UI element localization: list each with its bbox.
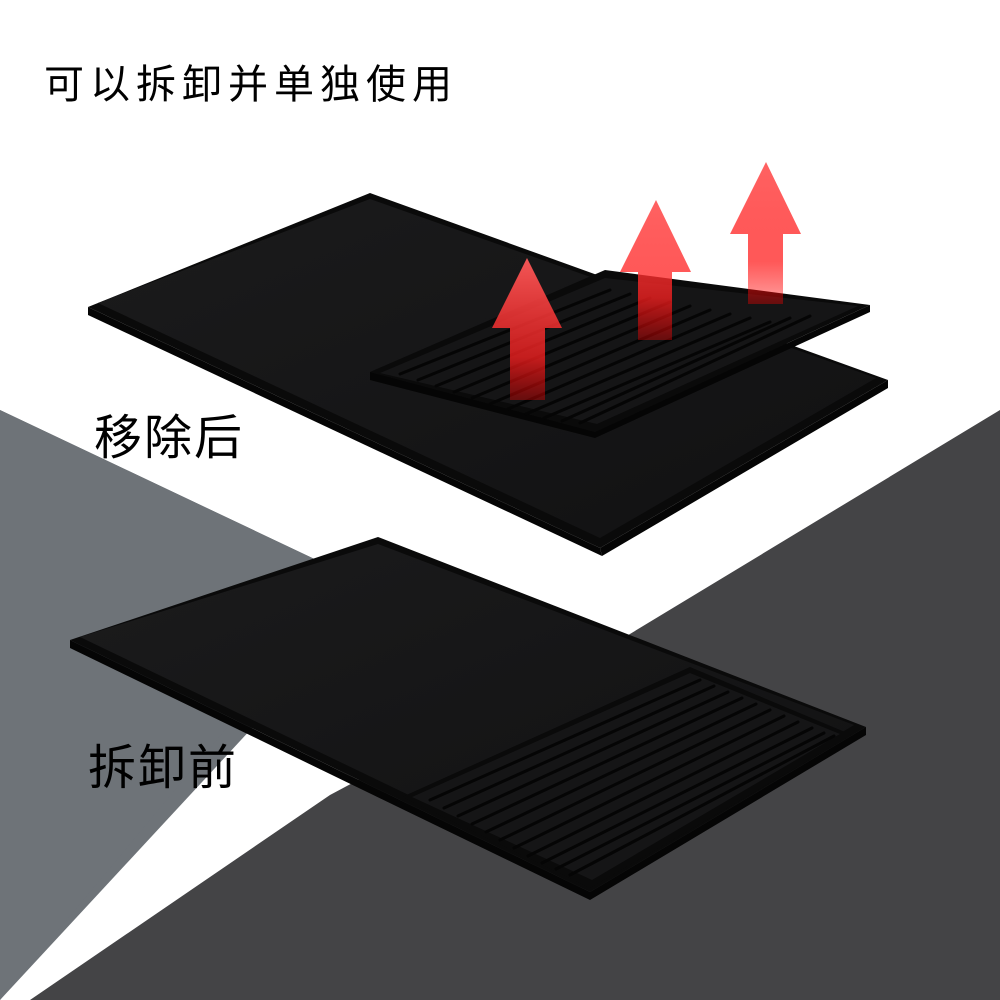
arrow-up-icon [492, 258, 562, 400]
ribbed-insert-attached [402, 667, 852, 888]
headline: 可以拆卸并单独使用 [44, 62, 458, 108]
ribbed-insert-lifted [370, 270, 870, 438]
before-removal-label: 拆卸前 [88, 740, 239, 796]
lift-arrows [492, 162, 801, 400]
after-removal-label: 移除后 [94, 410, 245, 466]
arrow-up-icon [620, 200, 691, 340]
arrow-up-icon [730, 162, 801, 304]
